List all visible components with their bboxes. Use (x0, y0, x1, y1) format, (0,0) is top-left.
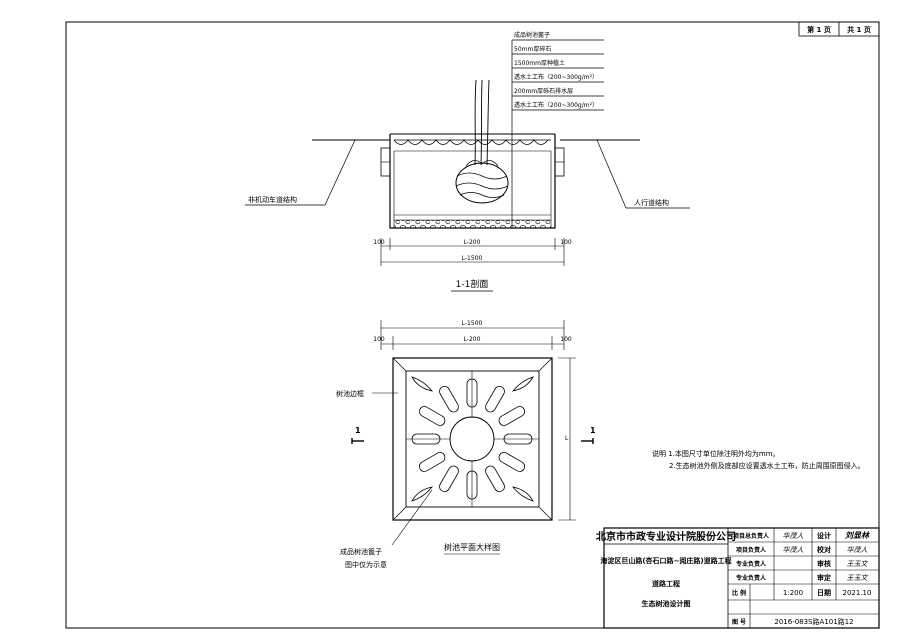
page-counter: 第 1 页 共 1 页 (798, 21, 880, 37)
note-line-1: 说明 1.本图尺寸单位除注明外均为mm。 (652, 449, 780, 458)
page-label: 第 1 页 (807, 25, 831, 34)
pit-outline (389, 134, 556, 229)
grate-slots (411, 376, 534, 502)
section-dim-right: 100 (560, 239, 572, 246)
role-label-2: 项目负责人 (736, 546, 767, 554)
callout-label-grate: 成品树池篦子 (514, 31, 550, 39)
role-label-3: 专业负责人 (736, 560, 767, 568)
subproject-name: 道路工程 (652, 579, 680, 588)
section-dim-left: 100 (373, 239, 385, 246)
tree-pit-frame (392, 357, 553, 521)
drawing-name: 生态树池设计图 (642, 599, 691, 608)
drawing-no-value: 2016-083S路A101路12 (774, 617, 853, 626)
review-label-2: 校对 (817, 545, 831, 554)
section-mark-left: 1 (355, 426, 361, 435)
grate-profile (393, 139, 549, 145)
callout-label-geotextile-1: 透水土工布（200~300g/m²） (514, 73, 598, 81)
section-dim-inner: L-200 (464, 239, 481, 246)
date-label: 日期 (817, 588, 831, 597)
root-ball (455, 162, 509, 204)
plan-dim-outer: L-1500 (462, 320, 483, 327)
section-title: 1-1剖面 (456, 278, 489, 290)
review-sign-4: 王玉文 (847, 574, 869, 582)
project-name: 海淀区巨山路(杏石口路~阅庄路)道路工程 (600, 556, 731, 565)
company-name: 北京市市政专业设计院股份公司 (596, 530, 736, 543)
review-sign-2: 华茂人 (847, 546, 868, 554)
drawing-no-label: 图 号 (732, 618, 746, 626)
review-sign-1: 刘显林 (845, 530, 870, 540)
scale-label: 比 例 (732, 589, 746, 597)
drawing-border (65, 21, 880, 629)
callout-label-drainage: 200mm厚砾石排水层 (514, 87, 573, 95)
role-sign-1: 华茂人 (783, 532, 804, 540)
grate-label-line1: 成品树池篦子 (340, 547, 382, 556)
role-label-1: 项目总负责人 (733, 532, 770, 540)
scale-value: 1:200 (783, 589, 803, 597)
review-label-4: 审定 (817, 573, 831, 582)
grate-label-line2: 图中仅为示意 (345, 560, 387, 569)
callout-label-geotextile-2: 透水土工布（200~300g/m²） (514, 101, 598, 109)
trunk-opening (449, 416, 495, 462)
left-road-label: 非机动车道结构 (248, 195, 297, 204)
callout-label-soil: 1500mm厚种植土 (514, 59, 565, 67)
review-sign-3: 王玉文 (847, 560, 869, 568)
plan-title: 树池平面大样图 (444, 542, 500, 552)
role-sign-2: 华茂人 (783, 546, 804, 554)
note-line-2: 2.生态树池外侧及底部应设置透水土工布，防止周围原图侵入。 (669, 461, 865, 470)
section-view: 成品树池篦子 50mm厚碎石 1500mm厚种植土 透水土工布（200~300g… (245, 31, 690, 292)
plan-view: L-1500 100 100 L-200 L (336, 320, 596, 569)
review-label-1: 设计 (817, 531, 831, 540)
section-dim-outer: L-1500 (462, 255, 483, 262)
page-total: 共 1 页 (847, 25, 871, 34)
review-label-3: 审核 (817, 559, 831, 568)
date-value: 2021.10 (843, 589, 872, 597)
title-block: 北京市市政专业设计院股份公司 海淀区巨山路(杏石口路~阅庄路)道路工程 道路工程… (596, 527, 880, 629)
plan-dim-left: 100 (373, 336, 385, 343)
callout-label-gravel: 50mm厚碎石 (514, 45, 551, 53)
role-label-4: 专业负责人 (736, 574, 767, 582)
plan-dim-inner: L-200 (464, 336, 481, 343)
right-road-label: 人行道结构 (634, 198, 669, 207)
section-mark-right: 1 (590, 426, 596, 435)
plan-dim-right: 100 (560, 336, 572, 343)
plan-dim-vertical: L (565, 435, 569, 442)
notes: 说明 1.本图尺寸单位除注明外均为mm。 2.生态树池外侧及底部应设置透水土工布… (652, 449, 865, 470)
gravel-layer (394, 220, 551, 228)
frame-label: 树池边框 (336, 389, 364, 398)
